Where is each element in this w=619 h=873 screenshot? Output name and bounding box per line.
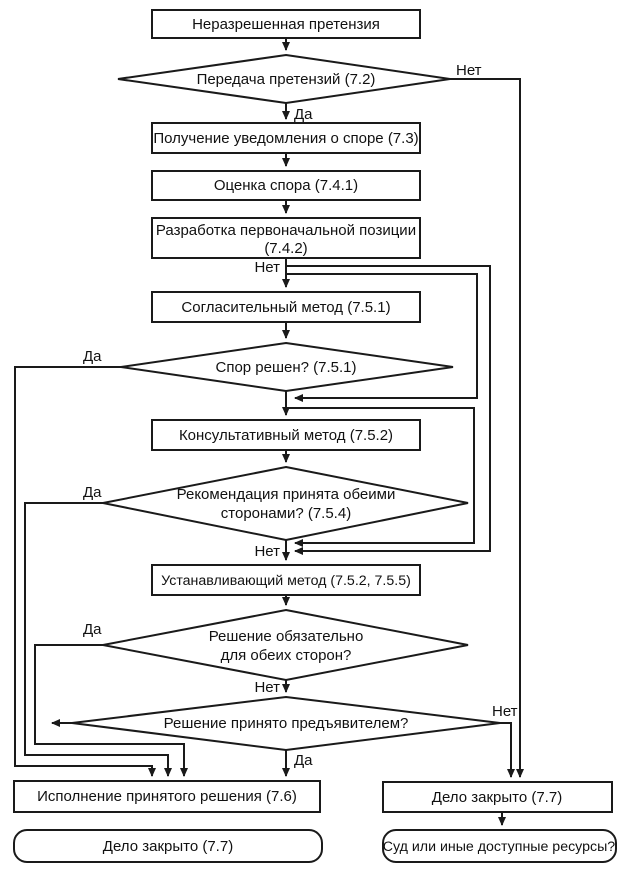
label-no-binding: Нет bbox=[254, 679, 280, 696]
node-case-closed-left: Дело закрыто (7.7) bbox=[13, 829, 323, 863]
label-no-before-facilitative: Нет bbox=[254, 259, 280, 276]
decision-accepted-by-complainant: Решение принято предъявителем? bbox=[71, 695, 501, 752]
decision-binding-line1: Решение обязательно bbox=[209, 628, 364, 645]
edge-bypass-to-determinative bbox=[286, 265, 491, 555]
edge-labels: Нет Да Нет Да Да Нет Да Нет Нет Да bbox=[83, 62, 518, 769]
edge-transfer-no-to-case-closed bbox=[450, 78, 524, 778]
node-court-resources: Суд или иные доступные ресурсы? bbox=[382, 829, 617, 863]
edge-accepted-no-to-case-closed bbox=[500, 722, 515, 778]
node-unresolved-claim: Неразрешенная претензия bbox=[151, 9, 421, 39]
node-facilitative-method-label: Согласительный метод (7.5.1) bbox=[181, 299, 390, 316]
node-dispute-notice-label: Получение уведомления о споре (7.3) bbox=[153, 130, 418, 147]
node-facilitative-method: Согласительный метод (7.5.1) bbox=[151, 291, 421, 323]
label-yes-binding: Да bbox=[83, 621, 102, 638]
node-initial-position-line2: (7.4.2) bbox=[264, 240, 307, 257]
edge-skip-advisory-to-determinative bbox=[286, 407, 475, 547]
node-initial-position-line1: Разработка первоначальной позиции bbox=[156, 222, 416, 239]
decision-dispute-resolved-label: Спор решен? (7.5.1) bbox=[215, 359, 356, 376]
decision-recommendation-accepted: Рекомендация принята обеими сторонами? (… bbox=[102, 465, 469, 542]
node-implementation-label: Исполнение принятого решения (7.6) bbox=[37, 788, 297, 805]
node-dispute-notice: Получение уведомления о споре (7.3) bbox=[151, 122, 421, 154]
node-court-resources-label: Суд или иные доступные ресурсы? bbox=[383, 839, 615, 855]
edge-recommendation-yes-to-implementation bbox=[24, 502, 172, 777]
decision-binding: Решение обязательно для обеих сторон? bbox=[102, 608, 469, 682]
node-dispute-assessment-label: Оценка спора (7.4.1) bbox=[214, 177, 358, 194]
node-initial-position: Разработка первоначальной позиции (7.4.2… bbox=[151, 217, 421, 259]
node-dispute-assessment: Оценка спора (7.4.1) bbox=[151, 170, 421, 201]
node-advisory-method-label: Консультативный метод (7.5.2) bbox=[179, 427, 393, 444]
edge-binding-yes-to-implementation bbox=[34, 644, 188, 777]
label-yes-accepted: Да bbox=[294, 752, 313, 769]
node-case-closed-right-label: Дело закрыто (7.7) bbox=[432, 789, 562, 806]
label-no-accepted: Нет bbox=[492, 703, 518, 720]
edge-resolved-yes-to-implementation bbox=[14, 366, 156, 777]
decision-recommendation-accepted-line2: сторонами? (7.5.4) bbox=[221, 505, 351, 522]
decision-claim-transfer: Передача претензий (7.2) bbox=[117, 53, 451, 105]
node-determinative-method: Устанавливающий метод (7.5.2, 7.5.5) bbox=[151, 564, 421, 596]
label-yes-dispute-resolved: Да bbox=[83, 348, 102, 365]
decision-claim-transfer-label: Передача претензий (7.2) bbox=[197, 71, 376, 88]
decision-binding-line2: для обеих сторон? bbox=[221, 647, 352, 664]
label-no-claim-transfer: Нет bbox=[456, 62, 482, 79]
label-yes-claim-transfer: Да bbox=[294, 106, 313, 123]
label-yes-recommendation: Да bbox=[83, 484, 102, 501]
edges bbox=[14, 38, 524, 826]
node-case-closed-right: Дело закрыто (7.7) bbox=[382, 781, 613, 813]
decision-dispute-resolved: Спор решен? (7.5.1) bbox=[120, 341, 454, 393]
node-advisory-method: Консультативный метод (7.5.2) bbox=[151, 419, 421, 451]
edge-bypass-to-advisory bbox=[286, 273, 478, 402]
label-no-before-determinative: Нет bbox=[254, 543, 280, 560]
node-implementation: Исполнение принятого решения (7.6) bbox=[13, 780, 321, 813]
node-determinative-method-label: Устанавливающий метод (7.5.2, 7.5.5) bbox=[161, 573, 411, 589]
decision-recommendation-accepted-line1: Рекомендация принята обеими bbox=[177, 486, 396, 503]
node-case-closed-left-label: Дело закрыто (7.7) bbox=[103, 838, 233, 855]
decision-accepted-by-complainant-label: Решение принято предъявителем? bbox=[164, 715, 409, 732]
node-unresolved-claim-label: Неразрешенная претензия bbox=[192, 16, 380, 33]
